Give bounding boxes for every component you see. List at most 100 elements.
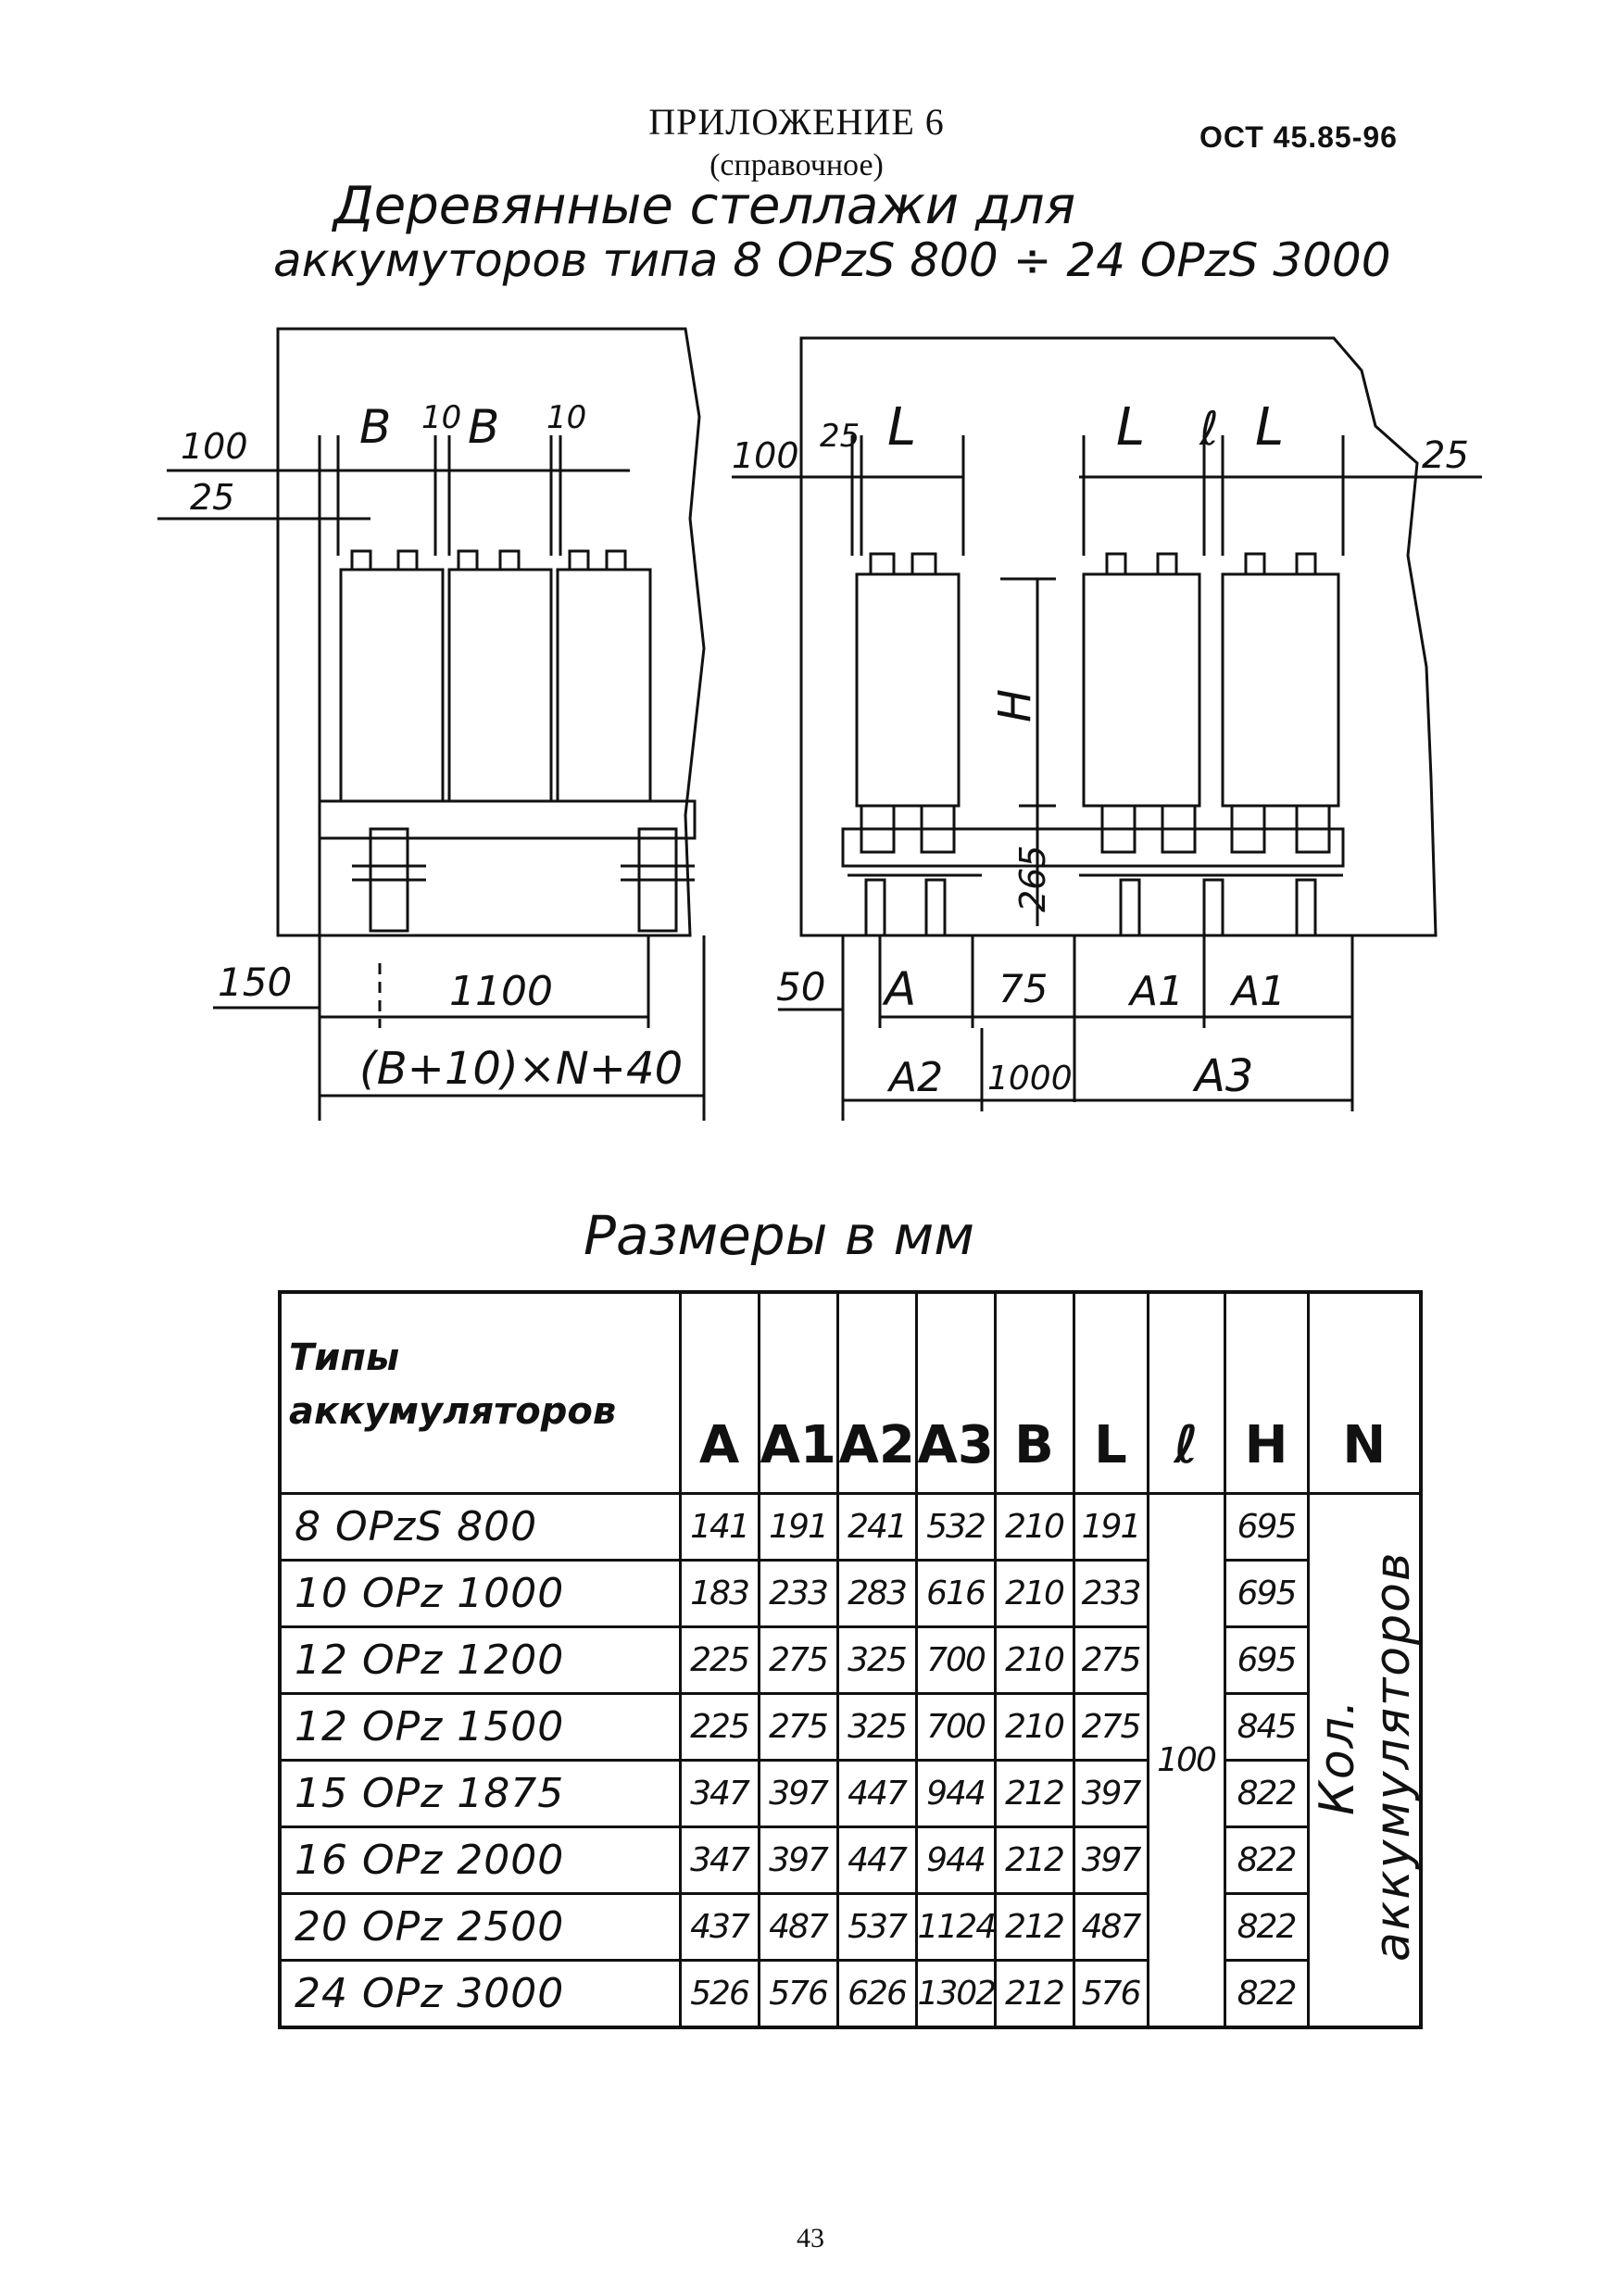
cell-a2: 325 bbox=[835, 1625, 918, 1695]
cell-a: 347 bbox=[678, 1759, 760, 1828]
dim-label: A3 bbox=[1192, 1050, 1253, 1102]
dim-label: 25 bbox=[820, 418, 860, 455]
cell-a1: 397 bbox=[757, 1826, 839, 1895]
dim-label: A1 bbox=[1229, 968, 1286, 1015]
header-a2: A2 bbox=[835, 1290, 918, 1495]
table-row: 16 OPz 2000 347 397 447 944 212 397 822 bbox=[278, 1826, 1421, 1895]
dim-label: 10 bbox=[421, 399, 461, 436]
table-row: 12 OPz 1500 225 275 325 700 210 275 845 bbox=[278, 1692, 1421, 1762]
cell-a1: 191 bbox=[757, 1492, 839, 1562]
cell-b: 210 bbox=[993, 1492, 1075, 1562]
dim-label: 150 bbox=[218, 960, 292, 1005]
cell-b: 210 bbox=[993, 1625, 1075, 1695]
dim-label: (B+10)×N+40 bbox=[359, 1043, 683, 1095]
cell-a3: 944 bbox=[914, 1759, 997, 1828]
cell-a1: 397 bbox=[757, 1759, 839, 1828]
cell-type: 12 OPz 1500 bbox=[278, 1692, 682, 1762]
cell-a2: 447 bbox=[835, 1759, 918, 1828]
table-row: 20 OPz 2500 437 487 537 1124 212 487 822 bbox=[278, 1892, 1421, 1962]
table-header-row: Типы аккумуляторов A A1 A2 A3 B L ℓ H N bbox=[278, 1290, 1423, 1495]
header-h: H bbox=[1223, 1290, 1310, 1495]
dim-label: 1000 bbox=[987, 1060, 1073, 1098]
cell-h: 822 bbox=[1223, 1959, 1310, 2029]
cell-a: 141 bbox=[678, 1492, 760, 1562]
table-row: 24 OPz 3000 526 576 626 1302 212 576 822 bbox=[278, 1959, 1421, 2029]
table-body: 8 OPzS 800 141 191 241 532 210 191 100 6… bbox=[278, 1492, 1423, 2029]
table-row: 15 OPz 1875 347 397 447 944 212 397 822 bbox=[278, 1759, 1421, 1828]
rack-drawing: B 10 B 10 100 25 150 1100 (B+10)×N+40 10… bbox=[157, 327, 1482, 1121]
dim-label: 265 bbox=[1012, 845, 1053, 912]
cell-type: 10 OPz 1000 bbox=[278, 1559, 682, 1628]
cell-a3: 700 bbox=[914, 1692, 997, 1762]
cell-b: 210 bbox=[993, 1559, 1075, 1628]
cell-a2: 325 bbox=[835, 1692, 918, 1762]
cell-type: 24 OPz 3000 bbox=[278, 1959, 682, 2029]
cell-a2: 537 bbox=[835, 1892, 918, 1962]
document-code: ОСТ 45.85-96 bbox=[1199, 120, 1398, 154]
dim-label: A2 bbox=[886, 1054, 943, 1101]
cell-a2: 283 bbox=[835, 1559, 918, 1628]
dim-label: B bbox=[359, 400, 391, 454]
cell-a1: 275 bbox=[757, 1692, 839, 1762]
units-caption: Размеры в мм bbox=[584, 1204, 974, 1267]
cell-a1: 233 bbox=[757, 1559, 839, 1628]
header-types: Типы аккумуляторов bbox=[278, 1290, 682, 1495]
dim-label: 10 bbox=[546, 399, 586, 436]
cell-a: 526 bbox=[678, 1959, 760, 2029]
cell-h: 822 bbox=[1223, 1759, 1310, 1828]
cell-n: Кол. аккумуляторов bbox=[1306, 1492, 1423, 2029]
left-battery-2 bbox=[447, 568, 553, 803]
header-b: B bbox=[993, 1290, 1075, 1495]
table-row: 10 OPz 1000 183 233 283 616 210 233 695 bbox=[278, 1559, 1421, 1628]
cell-h: 822 bbox=[1223, 1826, 1310, 1895]
left-view-frame bbox=[276, 327, 706, 937]
dim-label: L bbox=[1116, 397, 1145, 458]
cell-b: 212 bbox=[993, 1892, 1075, 1962]
cell-n-text: Кол. аккумуляторов bbox=[1309, 1550, 1421, 1962]
cell-b: 212 bbox=[993, 1826, 1075, 1895]
cell-type: 15 OPz 1875 bbox=[278, 1759, 682, 1828]
header-a1: A1 bbox=[757, 1290, 839, 1495]
dim-label: B bbox=[468, 400, 499, 454]
cell-a2: 241 bbox=[835, 1492, 918, 1562]
right-view-frame bbox=[799, 336, 1438, 937]
cell-l: 576 bbox=[1072, 1959, 1149, 2029]
cell-a: 347 bbox=[678, 1826, 760, 1895]
dim-label: 100 bbox=[181, 426, 248, 467]
cell-h: 695 bbox=[1223, 1492, 1310, 1562]
cell-b: 210 bbox=[993, 1692, 1075, 1762]
cell-a3: 944 bbox=[914, 1826, 997, 1895]
header-l: L bbox=[1072, 1290, 1149, 1495]
cell-a1: 275 bbox=[757, 1625, 839, 1695]
cell-a1: 576 bbox=[757, 1959, 839, 2029]
cell-type: 16 OPz 2000 bbox=[278, 1826, 682, 1895]
dim-label: L bbox=[887, 397, 916, 458]
dim-label: ℓ bbox=[1199, 402, 1219, 456]
dim-label: 75 bbox=[998, 966, 1048, 1011]
cell-a3: 616 bbox=[914, 1559, 997, 1628]
left-battery-3 bbox=[556, 568, 652, 803]
right-battery-2 bbox=[1082, 572, 1201, 808]
dim-label: 1100 bbox=[449, 968, 553, 1015]
cell-h: 822 bbox=[1223, 1892, 1310, 1962]
header-l-small: ℓ bbox=[1146, 1290, 1226, 1495]
left-shelf bbox=[318, 799, 697, 840]
dim-label: 50 bbox=[776, 964, 825, 1010]
cell-l: 275 bbox=[1072, 1692, 1149, 1762]
cell-l: 397 bbox=[1072, 1826, 1149, 1895]
cell-a: 437 bbox=[678, 1892, 760, 1962]
dim-label: L bbox=[1255, 397, 1284, 458]
cell-type: 8 OPzS 800 bbox=[278, 1492, 682, 1562]
right-battery-1 bbox=[855, 572, 961, 808]
cell-a: 183 bbox=[678, 1559, 760, 1628]
dim-label: A1 bbox=[1127, 968, 1184, 1015]
cell-a1: 487 bbox=[757, 1892, 839, 1962]
appendix-subtitle: (справочное) bbox=[710, 148, 884, 182]
cell-h: 695 bbox=[1223, 1625, 1310, 1695]
cell-l-small: 100 bbox=[1146, 1492, 1226, 2029]
cell-b: 212 bbox=[993, 1759, 1075, 1828]
cell-a: 225 bbox=[678, 1692, 760, 1762]
cell-h: 845 bbox=[1223, 1692, 1310, 1762]
table-row: 12 OPz 1200 225 275 325 700 210 275 695 bbox=[278, 1625, 1421, 1695]
left-battery-1 bbox=[339, 568, 445, 803]
